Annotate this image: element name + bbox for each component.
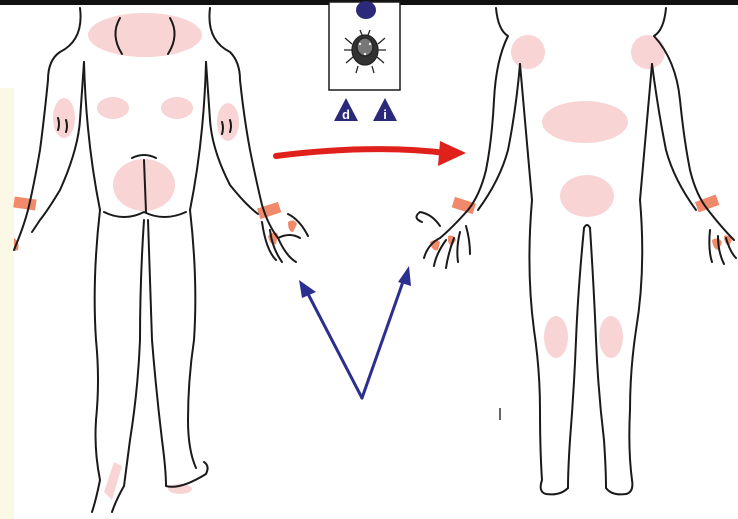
front-left-leg-inner <box>568 228 584 488</box>
lesion-abdomen <box>542 101 628 143</box>
back-left-leg-outer <box>92 210 100 512</box>
front-right-arm-inner <box>652 64 696 210</box>
front-crotch <box>584 225 590 228</box>
back-left-leg-inner <box>124 220 144 486</box>
lesion-left-axilla <box>511 35 545 69</box>
lesion-left-elbow <box>53 98 75 138</box>
front-right-leg-outer <box>629 200 642 480</box>
front-right-hand <box>709 230 736 264</box>
lesion-right-axilla <box>631 35 665 69</box>
lesion-groin <box>560 175 614 217</box>
lesion-left-wrist <box>13 197 36 211</box>
back-lesions <box>53 13 239 500</box>
back-gluteal-fold <box>104 212 186 217</box>
blue-v-arrows-icon <box>299 266 411 398</box>
left-strip <box>0 88 14 519</box>
lesion-right-wrist <box>257 202 281 219</box>
back-torso-left <box>84 62 100 210</box>
mite-legend: d i <box>329 1 400 122</box>
front-left-arm-inner <box>478 64 520 210</box>
red-arrow-icon <box>276 141 466 166</box>
badge-d-label: d <box>342 107 350 122</box>
lesion-left-knee <box>544 316 568 358</box>
back-torso-right <box>190 62 206 210</box>
front-lesions <box>511 35 665 358</box>
lesion-right-scapula <box>161 97 193 119</box>
lesion-left-scapula <box>97 97 129 119</box>
back-right-leg-inner <box>148 220 208 487</box>
back-right-leg-outer <box>188 210 196 468</box>
lesion-right-knee <box>599 316 623 358</box>
front-right-arm-outer <box>654 8 734 240</box>
front-view-figure <box>416 8 736 494</box>
badge-i-label: i <box>383 107 387 122</box>
badge-i: i <box>373 98 397 122</box>
front-outline <box>416 8 736 494</box>
front-left-hand <box>416 212 470 268</box>
lesion-upper-back <box>88 13 202 57</box>
mite-box-top-badge <box>356 1 376 19</box>
front-torso-left <box>520 64 532 200</box>
lesion-right-elbow <box>217 103 239 141</box>
back-view-figure <box>13 8 308 512</box>
front-right-leg-inner <box>590 228 632 494</box>
front-torso-right <box>640 64 652 200</box>
back-gluteal-top <box>132 155 156 158</box>
badge-d: d <box>334 98 358 122</box>
back-outline <box>14 8 308 512</box>
